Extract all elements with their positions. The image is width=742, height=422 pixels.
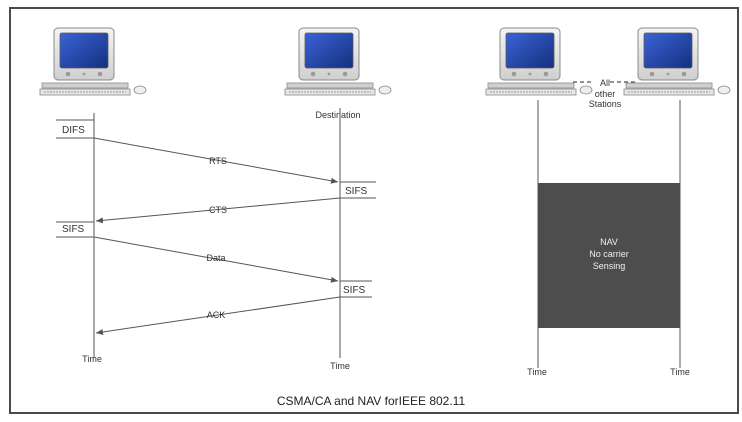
- sifs-2-label: SIFS: [62, 224, 85, 235]
- nav-label-line2: No carrier: [589, 249, 629, 259]
- nav-label-line1: NAV: [600, 237, 618, 247]
- nav-box: [538, 183, 680, 328]
- time-label-station-right: Time: [670, 367, 690, 377]
- sifs-1-label: SIFS: [345, 186, 368, 197]
- time-label-sender: Time: [82, 354, 102, 364]
- destination-label: Destination: [315, 110, 360, 120]
- cts-label: CTS: [209, 205, 227, 215]
- other-stations-label-line3: Stations: [589, 99, 622, 109]
- other-stations-label-line1: All: [600, 78, 610, 88]
- ack-arrow: [95, 296, 341, 335]
- ack-label: ACK: [207, 310, 226, 320]
- data-label: Data: [206, 253, 225, 263]
- rts-label: RTS: [209, 156, 227, 166]
- other-stations-label-line2: other: [595, 89, 616, 99]
- cts-arrow: [95, 197, 341, 224]
- time-label-destination: Time: [330, 361, 350, 371]
- rts-arrow: [93, 137, 339, 184]
- data-arrow: [93, 236, 339, 283]
- difs-label: DIFS: [62, 125, 85, 136]
- time-label-station-left: Time: [527, 367, 547, 377]
- diagram-caption: CSMA/CA and NAV forIEEE 802.11: [277, 394, 466, 408]
- sifs-3-label: SIFS: [343, 285, 366, 296]
- nav-label-line3: Sensing: [593, 261, 626, 271]
